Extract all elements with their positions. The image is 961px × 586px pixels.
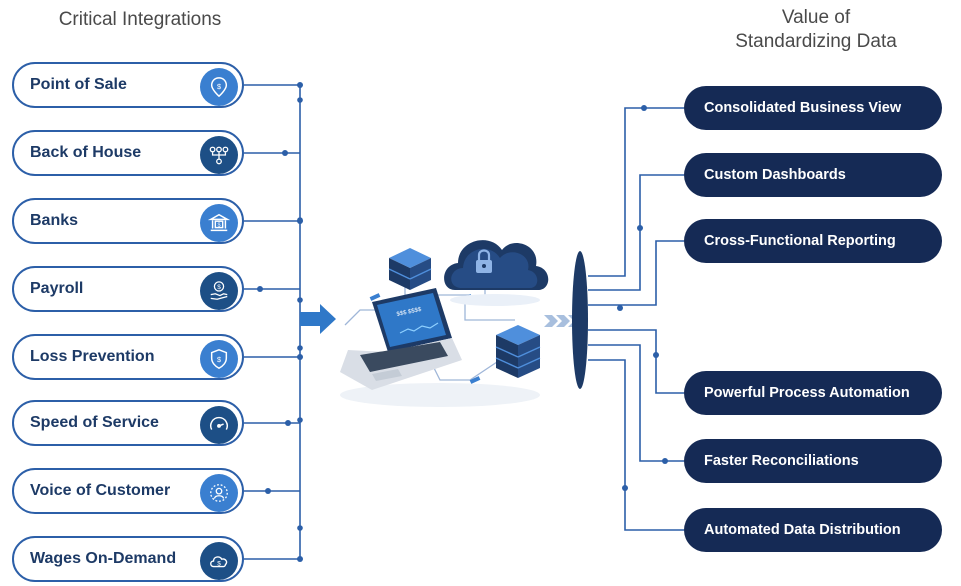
outcome-label: Automated Data Distribution	[704, 522, 901, 538]
connector-dot	[662, 458, 668, 464]
customer-feedback-icon	[200, 474, 238, 512]
integration-speed-of-service: Speed of Service	[12, 400, 244, 446]
outcome-label: Custom Dashboards	[704, 167, 846, 183]
connector-dot	[257, 286, 263, 292]
connector-dot	[297, 417, 303, 423]
server-right-icon	[495, 325, 541, 378]
data-hub-ellipse	[572, 251, 588, 389]
connector-dot	[297, 556, 303, 562]
integration-label: Speed of Service	[30, 414, 159, 431]
left-heading: Critical Integrations	[58, 9, 222, 30]
outcome-cross-functional-reporting: Cross-Functional Reporting	[684, 219, 942, 263]
right-branch-line	[588, 344, 684, 462]
bank-building-icon: $	[200, 204, 238, 242]
connector-dot	[297, 97, 303, 103]
integration-label: Banks	[30, 212, 79, 229]
outcome-consolidated-business-view: Consolidated Business View	[684, 86, 942, 130]
left-connector-dots	[257, 82, 303, 562]
right-heading-line2: Standardizing Data	[735, 31, 897, 52]
connector-dot	[637, 225, 643, 231]
hand-coin-icon: $	[200, 272, 238, 310]
cloud-infrastructure-illustration: $$$ $$$$	[340, 240, 582, 407]
integration-label: Point of Sale	[30, 76, 127, 93]
right-branch-line	[588, 359, 684, 531]
integration-label: Loss Prevention	[30, 348, 155, 365]
svg-text:$: $	[217, 355, 221, 364]
connector-dot	[297, 82, 303, 88]
right-heading: Value of Standardizing Data	[716, 6, 916, 54]
integration-banks: Banks $	[12, 198, 244, 244]
connector-dot	[297, 354, 303, 360]
right-branch-line	[588, 329, 684, 394]
integration-loss-prevention: Loss Prevention $	[12, 334, 244, 380]
right-heading-line1: Value of	[781, 7, 851, 28]
secure-cloud-icon	[444, 240, 549, 306]
outcome-label: Faster Reconciliations	[704, 453, 859, 469]
integration-label: Wages On-Demand	[30, 550, 177, 567]
svg-text:$: $	[217, 284, 221, 291]
location-pin-dollar-icon: $	[200, 68, 238, 106]
svg-text:$: $	[217, 561, 221, 568]
connector-dot	[297, 345, 303, 351]
left-connector-lines	[244, 84, 301, 560]
outcome-label: Cross-Functional Reporting	[704, 233, 896, 249]
integration-label: Back of House	[30, 144, 142, 161]
laptop-screen-text: $$$ $$$$	[396, 307, 422, 318]
flow-arrow-icon	[300, 304, 336, 334]
right-branch-line	[588, 240, 684, 306]
svg-text:$: $	[217, 82, 221, 91]
integration-payroll: Payroll $	[12, 266, 244, 312]
connector-dot	[653, 352, 659, 358]
outcome-custom-dashboards: Custom Dashboards	[684, 153, 942, 197]
connector-dot	[265, 488, 271, 494]
integration-label: Voice of Customer	[30, 482, 171, 499]
server-left-icon	[388, 248, 432, 290]
integration-back-of-house: Back of House	[12, 130, 244, 176]
laptop-icon: $$$ $$$$	[340, 288, 462, 390]
integration-label: Payroll	[30, 280, 84, 297]
cloud-dollar-icon: $	[200, 542, 238, 580]
outcome-powerful-process-automation: Powerful Process Automation	[684, 371, 942, 415]
connector-dot	[297, 297, 303, 303]
right-branch-line	[588, 107, 684, 277]
connector-dot	[282, 150, 288, 156]
outcome-label: Powerful Process Automation	[704, 385, 910, 401]
connector-dot	[285, 420, 291, 426]
org-hierarchy-icon	[200, 136, 238, 174]
connector-dot	[297, 525, 303, 531]
right-branch-line	[588, 174, 684, 291]
connector-dot	[297, 217, 303, 223]
outcome-label: Consolidated Business View	[704, 100, 902, 116]
outcome-faster-reconciliations: Faster Reconciliations	[684, 439, 942, 483]
integration-voice-of-customer: Voice of Customer	[12, 468, 244, 514]
connector-dot	[641, 105, 647, 111]
integration-point-of-sale: Point of Sale $	[12, 62, 244, 108]
connector-dot	[622, 485, 628, 491]
shield-dollar-icon: $	[200, 340, 238, 378]
integration-wages-on-demand: Wages On-Demand $	[12, 536, 244, 582]
speedometer-icon	[200, 406, 238, 444]
right-connector-dots	[617, 105, 668, 491]
outcome-automated-data-distribution: Automated Data Distribution	[684, 508, 942, 552]
svg-text:$: $	[217, 223, 220, 229]
connector-dot	[617, 305, 623, 311]
right-connector-lines	[588, 107, 684, 531]
